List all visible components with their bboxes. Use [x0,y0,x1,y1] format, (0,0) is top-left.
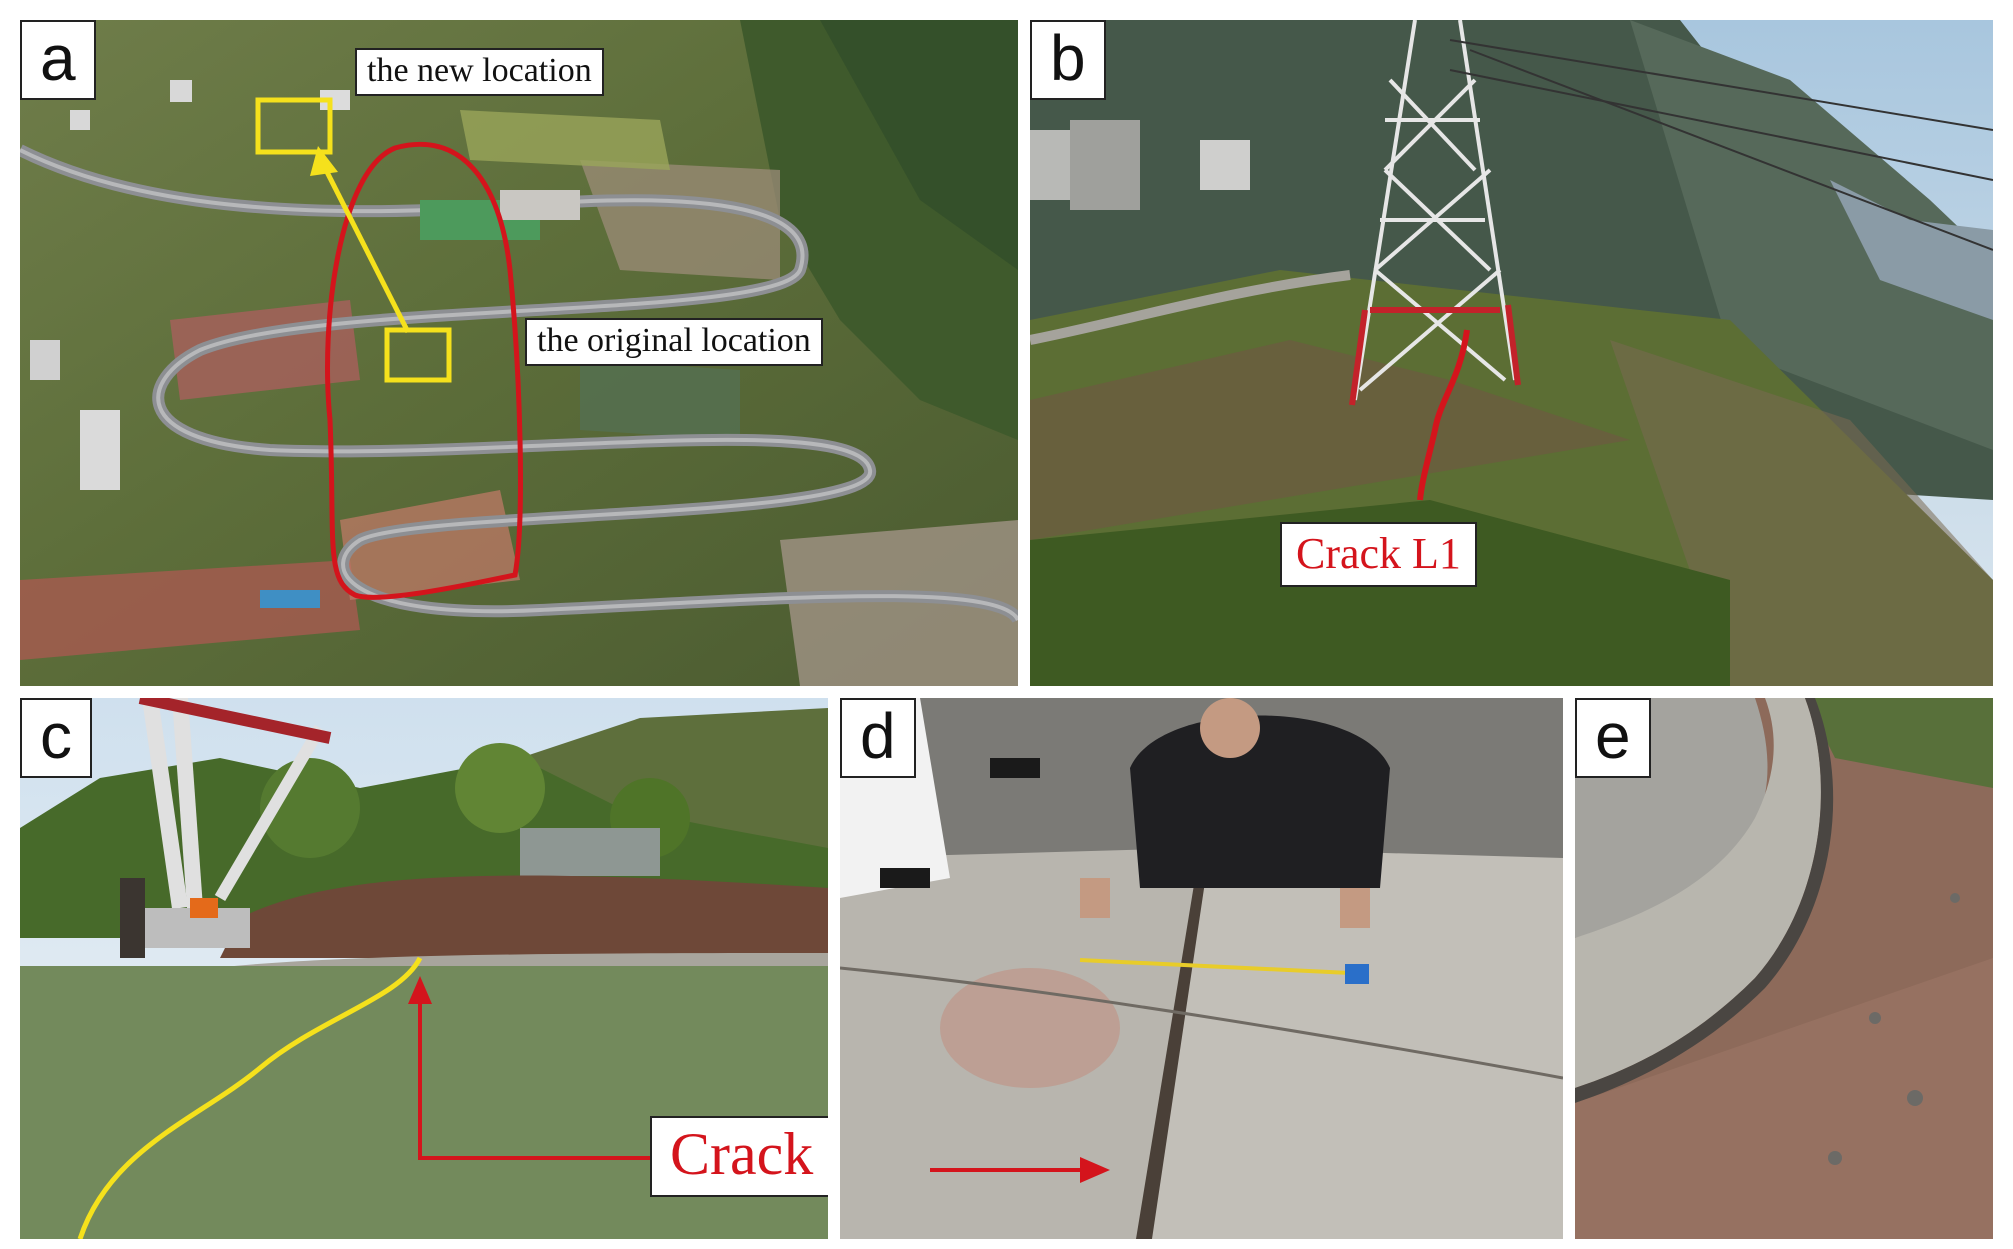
tower-photo-image [1030,20,1993,686]
panel-a-letter: a [20,20,96,100]
slab-photo-image [840,698,1563,1239]
panel-e-foundation-photo: e [1575,698,1993,1239]
panel-d-slab-photo: d [840,698,1563,1239]
panel-a-aerial-photo: a the new location the original location [20,20,1018,686]
aerial-photo-image [20,20,1018,686]
original-location-label: the original location [525,318,823,366]
panel-b-tower-photo: b Crack L1 [1030,20,1993,686]
panel-d-letter: d [840,698,916,778]
crack-l1-label: Crack L1 [1280,522,1477,587]
new-location-label: the new location [355,48,604,96]
panel-c-letter: c [20,698,92,778]
foundation-photo-image [1575,698,1993,1239]
panel-e-letter: e [1575,698,1651,778]
panel-c-field-photo: c Crack L1 [20,698,828,1239]
panel-b-letter: b [1030,20,1106,100]
crack-l1-label-large: Crack L1 [650,1116,828,1197]
